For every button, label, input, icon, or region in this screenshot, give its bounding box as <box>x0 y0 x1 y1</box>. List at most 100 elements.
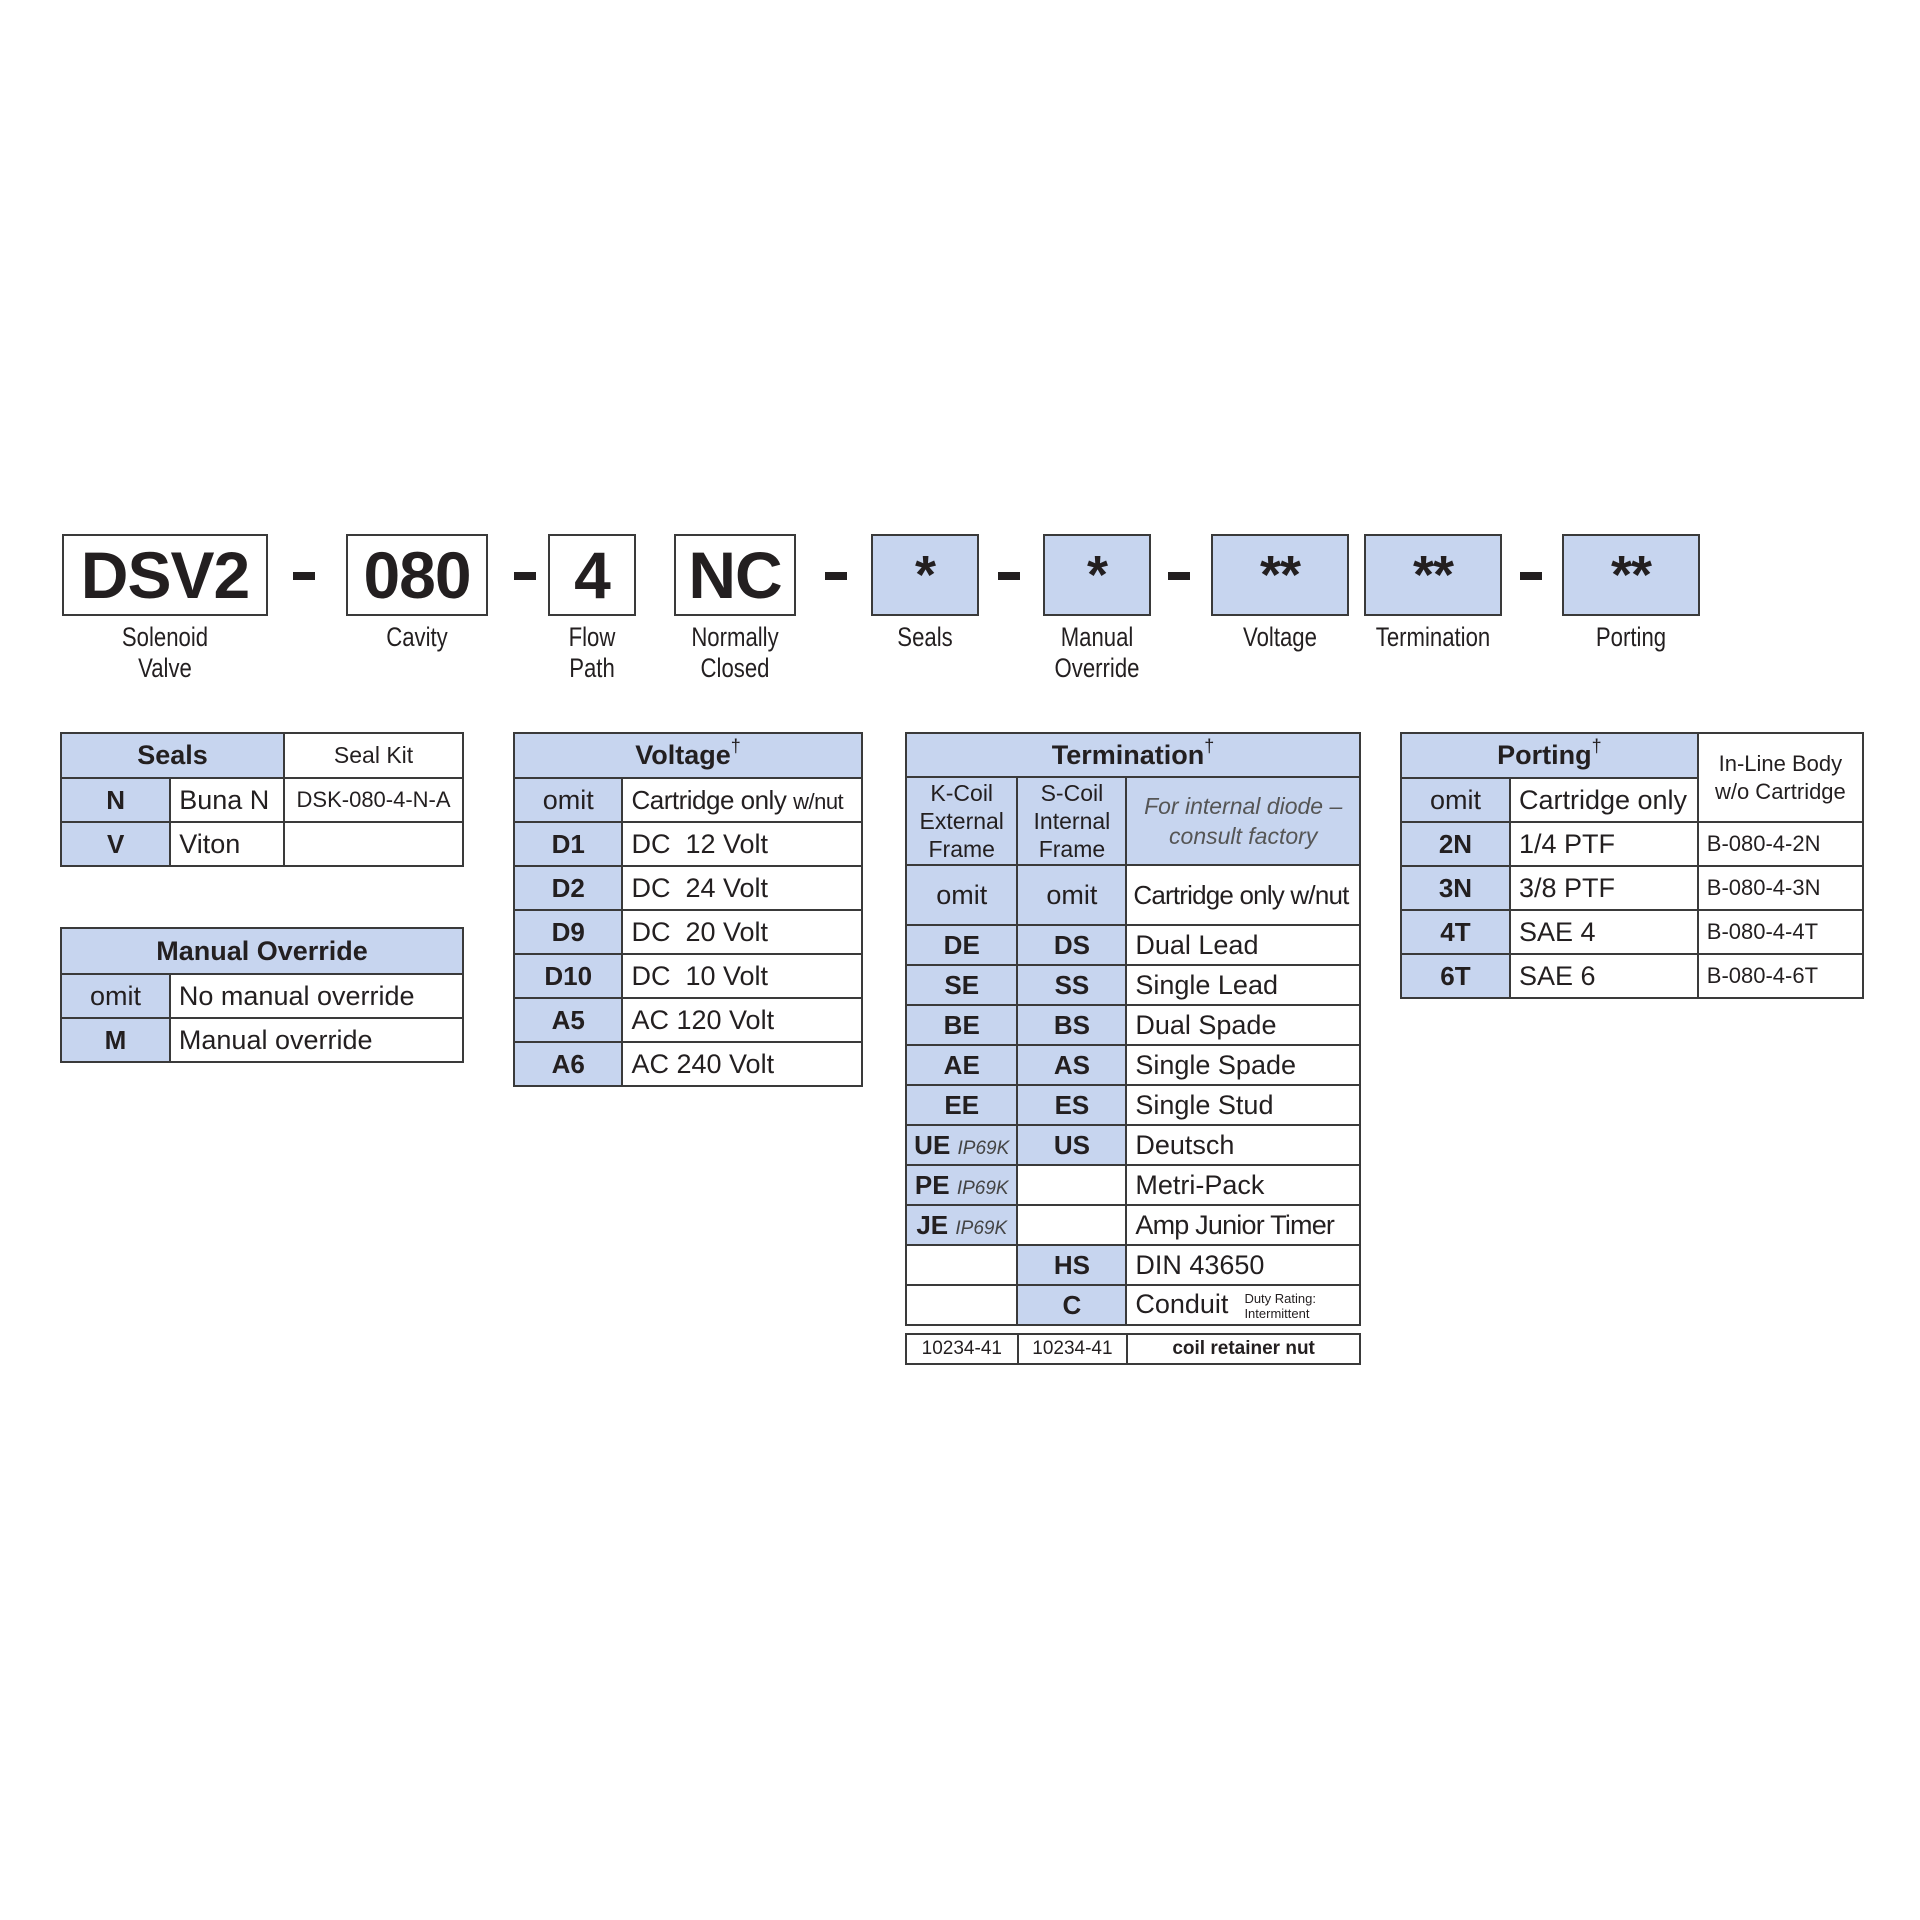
table-row: V Viton <box>59 821 464 867</box>
label-line: Porting <box>1595 622 1667 652</box>
table-row: JE IP69K Amp Junior Timer <box>904 1204 1361 1246</box>
k-code: UE IP69K <box>904 1124 1019 1166</box>
code-box-voltage: ** <box>1211 534 1349 616</box>
termination-title: Termination† <box>905 732 1361 778</box>
code-series: DSV2 <box>80 538 250 612</box>
code-voltage: ** <box>1259 545 1301 605</box>
s-code: ES <box>1016 1084 1128 1126</box>
s-code: BS <box>1016 1004 1128 1046</box>
voltage-code: D2 <box>512 865 624 911</box>
inline-body-part: B-080-4-2N <box>1696 821 1865 867</box>
voltage-desc: AC 120 Volt <box>621 997 863 1043</box>
k-code: BE <box>904 1004 1019 1046</box>
header-line: K-Coil <box>930 780 994 806</box>
label-line: Closed <box>700 653 770 683</box>
manual-override-table: Manual Override omit No manual override … <box>60 927 465 1063</box>
dagger-mark: † <box>1591 736 1602 756</box>
porting-title-text: Porting <box>1497 740 1592 770</box>
manual-override-title: Manual Override <box>60 927 464 975</box>
dash <box>1520 572 1542 580</box>
seal-desc: Buna N <box>169 777 286 823</box>
s-code: AS <box>1016 1044 1128 1086</box>
code-porting: ** <box>1610 545 1652 605</box>
s-code: omit <box>1016 864 1128 926</box>
label-line: Termination <box>1375 622 1491 652</box>
label-line: Cavity <box>386 622 448 652</box>
k-code: PE IP69K <box>904 1164 1019 1206</box>
voltage-desc: DC 24 Volt <box>621 865 863 911</box>
code-box-flow-path: 4 <box>548 534 636 616</box>
k-code: JE IP69K <box>904 1204 1019 1246</box>
label-voltage: Voltage <box>1223 622 1336 653</box>
code-box-cavity: 080 <box>346 534 488 616</box>
label-line: Normally <box>691 622 779 652</box>
voltage-desc: DC 20 Volt <box>621 909 863 955</box>
label-line: Solenoid <box>121 622 209 652</box>
dash <box>998 572 1020 580</box>
header-line: Internal <box>1033 808 1111 834</box>
dash <box>825 572 847 580</box>
code-cavity: 080 <box>363 538 471 612</box>
label-line: Flow <box>568 622 616 652</box>
label-seals: Seals <box>881 622 970 653</box>
override-code: omit <box>60 973 171 1019</box>
code-box-termination: ** <box>1364 534 1502 616</box>
code-box-seals: * <box>871 534 979 616</box>
header-line: Frame <box>1038 836 1106 862</box>
code-box-series: DSV2 <box>62 534 268 616</box>
termination-desc: Amp Junior Timer <box>1125 1204 1361 1246</box>
ip-rating: IP69K <box>957 1137 1010 1159</box>
porting-desc: SAE 4 <box>1508 909 1699 955</box>
voltage-desc: DC 10 Volt <box>621 953 863 999</box>
voltage-desc: DC 12 Volt <box>621 821 863 867</box>
code-seals: * <box>914 545 936 605</box>
termination-title-text: Termination <box>1051 739 1205 770</box>
coil-nut-table: 10234-41 10234-41 coil retainer nut <box>905 1333 1361 1365</box>
ip-rating: IP69K <box>955 1217 1008 1239</box>
k-code: AE <box>904 1044 1019 1086</box>
voltage-code: omit <box>512 777 624 823</box>
dagger-mark: † <box>730 736 741 756</box>
k-code: EE <box>904 1084 1019 1126</box>
diode-note: For internal diode –consult factory <box>1125 776 1361 866</box>
porting-code: 6T <box>1400 953 1511 999</box>
table-row: omit No manual override <box>60 973 465 1019</box>
porting-desc: 3/8 PTF <box>1508 865 1699 911</box>
voltage-desc: AC 240 Volt <box>621 1041 863 1087</box>
termination-desc: Dual Lead <box>1125 924 1361 966</box>
code-box-normally-closed: NC <box>674 534 796 616</box>
s-code: SS <box>1016 964 1128 1006</box>
voltage-code: A5 <box>512 997 624 1043</box>
label-line: Override <box>1054 653 1140 683</box>
dash <box>293 572 315 580</box>
seal-kit-header: Seal Kit <box>283 732 464 779</box>
label-porting: Porting <box>1574 622 1687 653</box>
termination-desc: Single Lead <box>1125 964 1361 1006</box>
k-code: DE <box>904 924 1019 966</box>
inline-body-part: B-080-4-6T <box>1696 953 1865 999</box>
label-line: Valve <box>138 653 192 683</box>
table-row: N Buna N DSK-080-4-N-A <box>59 777 464 823</box>
inline-body-part: B-080-4-3N <box>1696 865 1865 911</box>
termination-desc: Deutsch <box>1125 1124 1361 1166</box>
k-code-text: PE <box>914 1169 950 1200</box>
k-code <box>904 1284 1019 1326</box>
dash <box>514 572 536 580</box>
override-desc: Manual override <box>168 1017 465 1063</box>
